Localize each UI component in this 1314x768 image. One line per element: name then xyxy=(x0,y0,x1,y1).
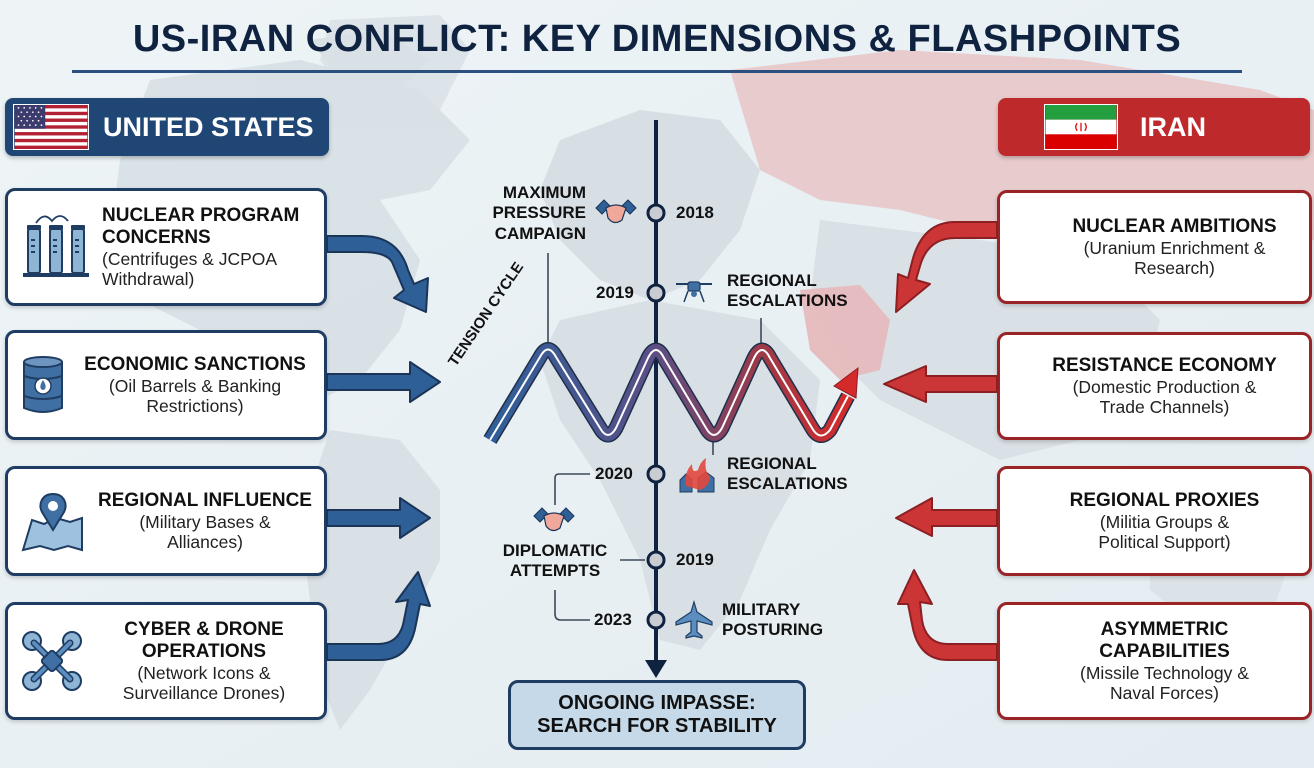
outcome-line: SEARCH FOR STABILITY xyxy=(537,715,777,737)
card-title-line: RESISTANCE ECONOMY xyxy=(1052,354,1277,376)
us-flag-icon xyxy=(13,104,89,150)
event-label-regional-escalations-1: REGIONAL ESCALATIONS xyxy=(727,271,848,312)
card-subtitle-line: Research) xyxy=(1134,257,1215,278)
us-card-regional-influence: REGIONAL INFLUENCE (Military Bases & All… xyxy=(5,466,327,576)
event-label-line: REGIONAL xyxy=(727,454,817,473)
iran-label: IRAN xyxy=(1140,111,1206,142)
event-label-line: DIPLOMATIC xyxy=(502,541,608,560)
card-subtitle-line: Alliances) xyxy=(167,531,243,552)
united-states-banner: UNITED STATES xyxy=(5,98,329,156)
card-subtitle-line: Trade Channels) xyxy=(1099,396,1230,417)
event-label-line: ATTEMPTS xyxy=(509,561,601,581)
card-subtitle-line: (Network Icons & xyxy=(137,662,271,683)
card-title-line: ECONOMIC SANCTIONS xyxy=(84,353,306,375)
us-card-economic-sanctions: ECONOMIC SANCTIONS (Oil Barrels & Bankin… xyxy=(5,330,327,440)
event-label-regional-escalations-2: REGIONAL ESCALATIONS xyxy=(727,454,848,495)
title-underline xyxy=(72,70,1242,73)
card-subtitle-line: Withdrawal) xyxy=(102,268,195,289)
card-subtitle-line: (Centrifuges & JCPOA xyxy=(102,248,278,269)
card-subtitle-line: Political Support) xyxy=(1098,531,1231,552)
iran-banner: IRAN xyxy=(998,98,1310,156)
iran-emblem-icon xyxy=(1075,122,1087,132)
event-label-line: CAMPAIGN xyxy=(494,223,586,243)
card-title-line: CAPABILITIES xyxy=(1099,640,1230,662)
event-year-2018: 2018 xyxy=(676,203,714,222)
card-subtitle-line: (Domestic Production & xyxy=(1072,376,1257,397)
centrifuge-icon xyxy=(23,215,89,277)
oil-barrel-icon xyxy=(23,356,63,413)
card-subtitle-line: Surveillance Drones) xyxy=(122,682,286,703)
outcome-box: ONGOING IMPASSE: SEARCH FOR STABILITY xyxy=(508,680,806,750)
event-year-2023: 2023 xyxy=(594,610,632,629)
event-label-line: MILITARY xyxy=(722,600,801,619)
map-pin-icon xyxy=(21,492,83,552)
event-label-line: ESCALATIONS xyxy=(727,474,848,494)
event-label-max-pressure: MAXIMUM PRESSURE CAMPAIGN xyxy=(490,183,586,244)
us-card-cyber-drone: CYBER & DRONE OPERATIONS (Network Icons … xyxy=(5,602,327,720)
iran-card-nuclear-ambitions: NUCLEAR AMBITIONS (Uranium Enrichment & … xyxy=(997,190,1312,304)
iran-card-resistance-economy: RESISTANCE ECONOMY (Domestic Production … xyxy=(997,332,1312,440)
card-title-line: OPERATIONS xyxy=(141,640,267,662)
card-subtitle-line: (Missile Technology & xyxy=(1080,662,1249,683)
iran-flag-icon xyxy=(1044,104,1118,150)
drone-icon xyxy=(22,631,82,691)
card-title-line: CONCERNS xyxy=(102,226,211,248)
outcome-line: ONGOING IMPASSE: xyxy=(558,692,756,714)
us-card-nuclear-program: NUCLEAR PROGRAM CONCERNS (Centrifuges & … xyxy=(5,188,327,306)
card-subtitle-line: (Oil Barrels & Banking xyxy=(108,375,282,396)
event-label-military-posturing: MILITARY POSTURING xyxy=(722,600,823,641)
card-title-line: ASYMMETRIC xyxy=(1100,619,1229,641)
event-label-diplomatic-attempts: DIPLOMATIC ATTEMPTS xyxy=(496,541,614,582)
event-label-line: ESCALATIONS xyxy=(727,291,848,311)
card-title-line: REGIONAL INFLUENCE xyxy=(98,489,312,511)
card-subtitle-line: Restrictions) xyxy=(146,395,244,416)
event-label-line: MAXIMUM xyxy=(502,183,586,202)
event-label-line: POSTURING xyxy=(722,620,824,640)
event-year-2019b: 2019 xyxy=(676,550,714,569)
iran-card-asymmetric-capabilities: ASYMMETRIC CAPABILITIES (Missile Technol… xyxy=(997,602,1312,720)
event-label-line: PRESSURE xyxy=(492,203,586,223)
iran-card-regional-proxies: REGIONAL PROXIES (Militia Groups & Polit… xyxy=(997,466,1312,576)
event-label-line: REGIONAL xyxy=(727,271,817,290)
card-subtitle-line: (Uranium Enrichment & xyxy=(1083,237,1266,258)
united-states-label: UNITED STATES xyxy=(103,111,314,142)
event-year-2020: 2020 xyxy=(595,464,633,483)
card-title-line: CYBER & DRONE xyxy=(124,619,284,641)
card-subtitle-line: Naval Forces) xyxy=(1110,682,1219,703)
card-title-line: REGIONAL PROXIES xyxy=(1069,489,1260,511)
card-subtitle-line: (Militia Groups & xyxy=(1099,511,1230,532)
page-title: US-IRAN CONFLICT: KEY DIMENSIONS & FLASH… xyxy=(132,18,1182,60)
card-title-line: NUCLEAR PROGRAM xyxy=(102,205,300,227)
event-year-2019a: 2019 xyxy=(596,283,634,302)
card-title-line: NUCLEAR AMBITIONS xyxy=(1072,215,1277,237)
card-subtitle-line: (Military Bases & xyxy=(139,511,271,532)
